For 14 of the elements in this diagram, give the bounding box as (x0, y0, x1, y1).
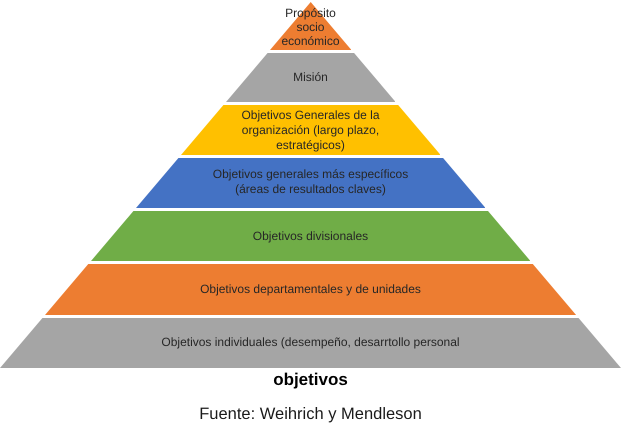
source-note: Fuente: Weihrich y Mendleson (199, 404, 422, 424)
pyramid-tier (226, 53, 396, 102)
tier-label: Objetivos departamentales y de unidades (200, 282, 421, 297)
pyramid-tier (0, 318, 621, 368)
tier-label: Objetivos generales más específicos (áreas de resultados claves) (212, 167, 410, 197)
tier-label: Objetivos Generales de la organización (largo plazo, estratégicos) (240, 108, 381, 152)
tier-label: Misión (293, 70, 328, 85)
caption: objetivos (273, 370, 348, 390)
pyramid-tier (180, 105, 440, 155)
pyramid-tier (136, 158, 486, 208)
pyramid-tier (90, 211, 530, 261)
tier-label: Objetivos individuales (desempeño, desarrtollo personal (161, 334, 460, 350)
tier-label: Objetivos divisionales (252, 228, 368, 244)
pyramid-tier (44, 264, 576, 315)
